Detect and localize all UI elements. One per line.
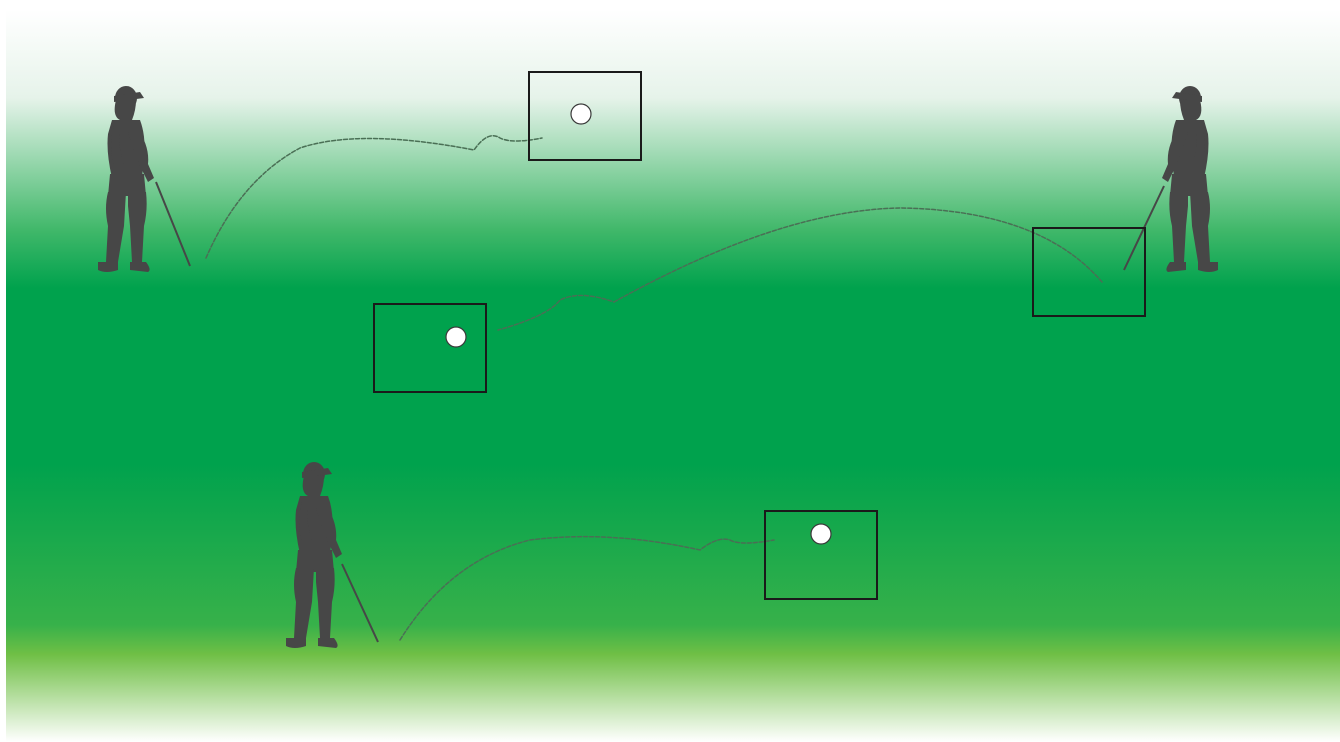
golf-ball-middle	[446, 327, 466, 347]
golf-ball-top	[571, 104, 591, 124]
golf-ball-bottom	[811, 524, 831, 544]
turf-background	[6, 10, 1340, 742]
